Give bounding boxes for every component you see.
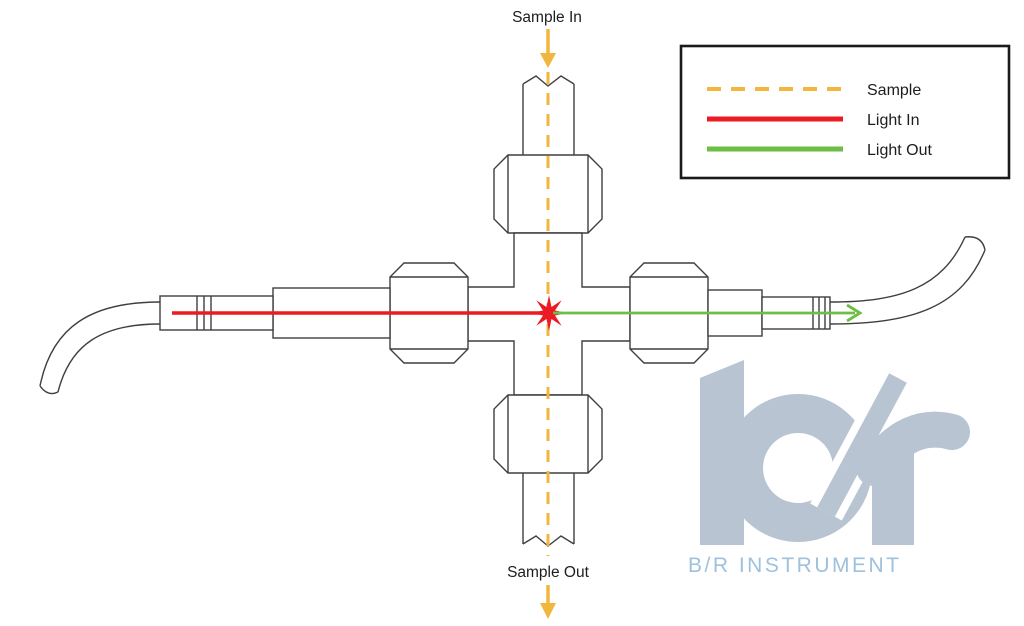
light-burst-icon (531, 295, 567, 331)
logo-r-arm (856, 411, 970, 486)
br-logo: B/R INSTRUMENT (688, 360, 970, 577)
br-logo-wordmark: B/R INSTRUMENT (688, 554, 902, 577)
legend-box (679, 44, 1011, 180)
sample-in-label: Sample In (512, 9, 582, 26)
sample-out-label: Sample Out (507, 564, 590, 581)
light-out-arrowhead-icon (846, 303, 863, 323)
light-in-path (172, 295, 567, 331)
sample-in-arrowhead-icon (540, 53, 556, 68)
legend-light-in-label: Light In (867, 112, 919, 129)
left-fiber-cable (39, 301, 161, 395)
legend-light-out-label: Light Out (867, 142, 932, 159)
logo-slash-icon (817, 373, 907, 517)
legend-sample-label: Sample (867, 82, 921, 99)
legend: Sample Light In Light Out (679, 44, 1011, 180)
sample-out-arrowhead-icon (540, 603, 556, 619)
top-sample-tube (522, 75, 575, 155)
light-out-path (553, 303, 863, 323)
right-fiber-cable (829, 236, 986, 325)
